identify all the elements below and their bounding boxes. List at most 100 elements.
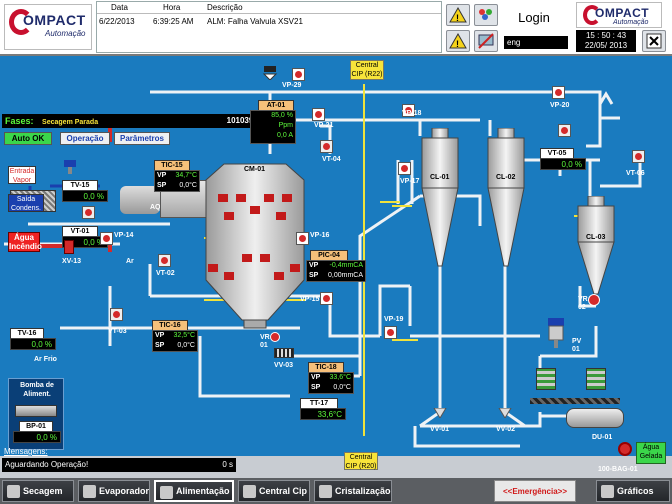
vp17-label: VP-17	[400, 178, 420, 185]
valve-icon	[498, 407, 512, 419]
dryer-icon	[205, 163, 305, 329]
tic18-sp: 0,0°C	[333, 384, 351, 391]
user-field[interactable]: eng	[504, 36, 568, 49]
feed-pump-panel: Bomba de Aliment. BP-01 0,0 %	[8, 378, 64, 450]
alarm-ack-button[interactable]: !	[446, 4, 470, 26]
clock-display: 15 : 50 : 43 22/05/ 2013	[576, 30, 636, 52]
tv15-actuator	[62, 160, 78, 174]
at01-tag[interactable]: AT-01	[258, 100, 294, 112]
alarm-row-time: 6:39:25 AM	[153, 17, 194, 26]
vp16-valve[interactable]	[296, 232, 309, 245]
emergency-button[interactable]: <<Emergência>>	[494, 480, 576, 502]
pv01-actuator	[546, 318, 566, 348]
tv16-value: 0,0 %	[10, 338, 56, 350]
vp17-valve[interactable]	[398, 162, 411, 175]
at01-v3: 0,0 A	[277, 132, 293, 139]
auto-ok-button[interactable]: Auto OK	[4, 132, 52, 145]
close-icon	[646, 33, 662, 49]
nav-evaporador-button[interactable]: Evaporador	[78, 480, 150, 502]
tic15-vp: 34,7°C	[175, 172, 197, 179]
fases-state: Secagem Parada	[42, 119, 99, 126]
vp20-valve[interactable]	[552, 86, 565, 99]
nav-cristalizacao-button[interactable]: Cristalização	[314, 480, 392, 502]
dryer-icon	[7, 485, 20, 498]
xv13-valve[interactable]	[64, 240, 74, 254]
air-heater-aq01	[120, 186, 160, 214]
bag-label: 100-BAG-01	[598, 466, 638, 473]
vt02-valve[interactable]	[158, 254, 171, 267]
dryer-cm01	[204, 160, 306, 330]
fases-counter: 101039 s	[226, 116, 260, 125]
vv03-valve[interactable]	[274, 348, 294, 358]
vp18-valve[interactable]	[402, 104, 415, 117]
cyclone-icon	[487, 127, 525, 267]
vp15-label: VP-15	[300, 296, 320, 303]
actuator-icon	[64, 160, 76, 174]
pic04-tag[interactable]: PIC-04	[310, 250, 348, 262]
users-icon	[479, 9, 492, 20]
warning-icon: !	[449, 7, 467, 23]
messages-label: Mensagens:	[4, 447, 48, 456]
vp21-valve[interactable]	[312, 108, 325, 121]
vr01-valve[interactable]	[270, 332, 280, 342]
cyclone-cl02	[486, 127, 526, 268]
vt05-valve[interactable]	[558, 124, 571, 137]
users-button[interactable]	[474, 4, 498, 26]
ar-frio-label: Ar Frio	[34, 356, 57, 363]
crystallizer-icon	[319, 485, 332, 498]
nav-secagem-button[interactable]: Secagem	[2, 480, 74, 502]
actuator-icon	[548, 318, 564, 348]
vt-valve-left[interactable]	[82, 206, 95, 219]
warning-icon: !	[449, 33, 467, 49]
nav-graficos-button[interactable]: Gráficos	[596, 480, 670, 502]
dehumidifier-du01	[566, 408, 624, 428]
nav-central-cip-button[interactable]: Central Cip	[238, 480, 310, 502]
chart-icon	[601, 485, 614, 498]
close-button[interactable]	[642, 30, 666, 52]
vv01-valve[interactable]	[432, 407, 448, 419]
vt03-valve[interactable]	[110, 308, 123, 321]
vt02-label: VT-02	[156, 270, 175, 277]
warning-button[interactable]: !	[446, 30, 470, 52]
vp16-label: VP-16	[310, 232, 330, 239]
header-bar: OMPACT Automação Data Hora Descrição 6/2…	[0, 0, 672, 56]
vp20-label: VP-20	[550, 102, 570, 109]
operacao-button[interactable]: Operação	[60, 132, 110, 145]
vp18-label: VP-18	[402, 110, 422, 117]
alarm-table[interactable]: Data Hora Descrição 6/22/2013 6:39:25 AM…	[96, 1, 442, 53]
vt04-label: VT-04	[322, 156, 341, 163]
tv15-value: 0,0 %	[62, 190, 108, 202]
vv02-valve[interactable]	[497, 407, 513, 419]
pump-icon	[15, 405, 57, 417]
pic04-vp: -0,4mmCA	[329, 262, 363, 269]
clock-date: 22/05/ 2013	[584, 41, 628, 50]
process-area: Fases: Secagem Parada 101039 s Auto OK O…	[0, 56, 672, 473]
vp19-valve[interactable]	[384, 326, 397, 339]
cl01-label: CL-01	[430, 174, 450, 181]
vt06-label: VT-06	[626, 170, 645, 177]
cyclone-icon	[421, 127, 459, 267]
cm01-label: CM-01	[244, 166, 266, 173]
network-button[interactable]	[474, 30, 498, 52]
svg-text:!: !	[456, 39, 459, 49]
vp14-valve[interactable]	[100, 232, 113, 245]
bomba-label: Bomba de Aliment.	[20, 382, 54, 398]
rotary-valve-left	[536, 368, 556, 390]
vr02-valve[interactable]	[588, 294, 600, 306]
cyclone-icon	[577, 195, 615, 295]
alarm-row-desc: ALM: Falha Valvula XSV21	[207, 17, 303, 26]
xv13-label: XV-13	[62, 258, 82, 265]
vp19-label: VP-19	[384, 316, 404, 323]
nav-alimentacao-button[interactable]: Alimentação	[154, 480, 234, 502]
vt06-valve[interactable]	[632, 150, 645, 163]
parametros-button[interactable]: Parâmetros	[114, 132, 170, 145]
message-counter: 0 s	[222, 460, 233, 469]
evaporator-icon	[83, 485, 96, 498]
tt17-value: 33,6°C	[300, 408, 346, 420]
login-label[interactable]: Login	[518, 10, 550, 25]
vp15-valve[interactable]	[320, 292, 333, 305]
company-logo-left: OMPACT Automação	[4, 4, 92, 50]
vt04-valve[interactable]	[320, 140, 333, 153]
vp29-valve[interactable]	[292, 68, 305, 81]
